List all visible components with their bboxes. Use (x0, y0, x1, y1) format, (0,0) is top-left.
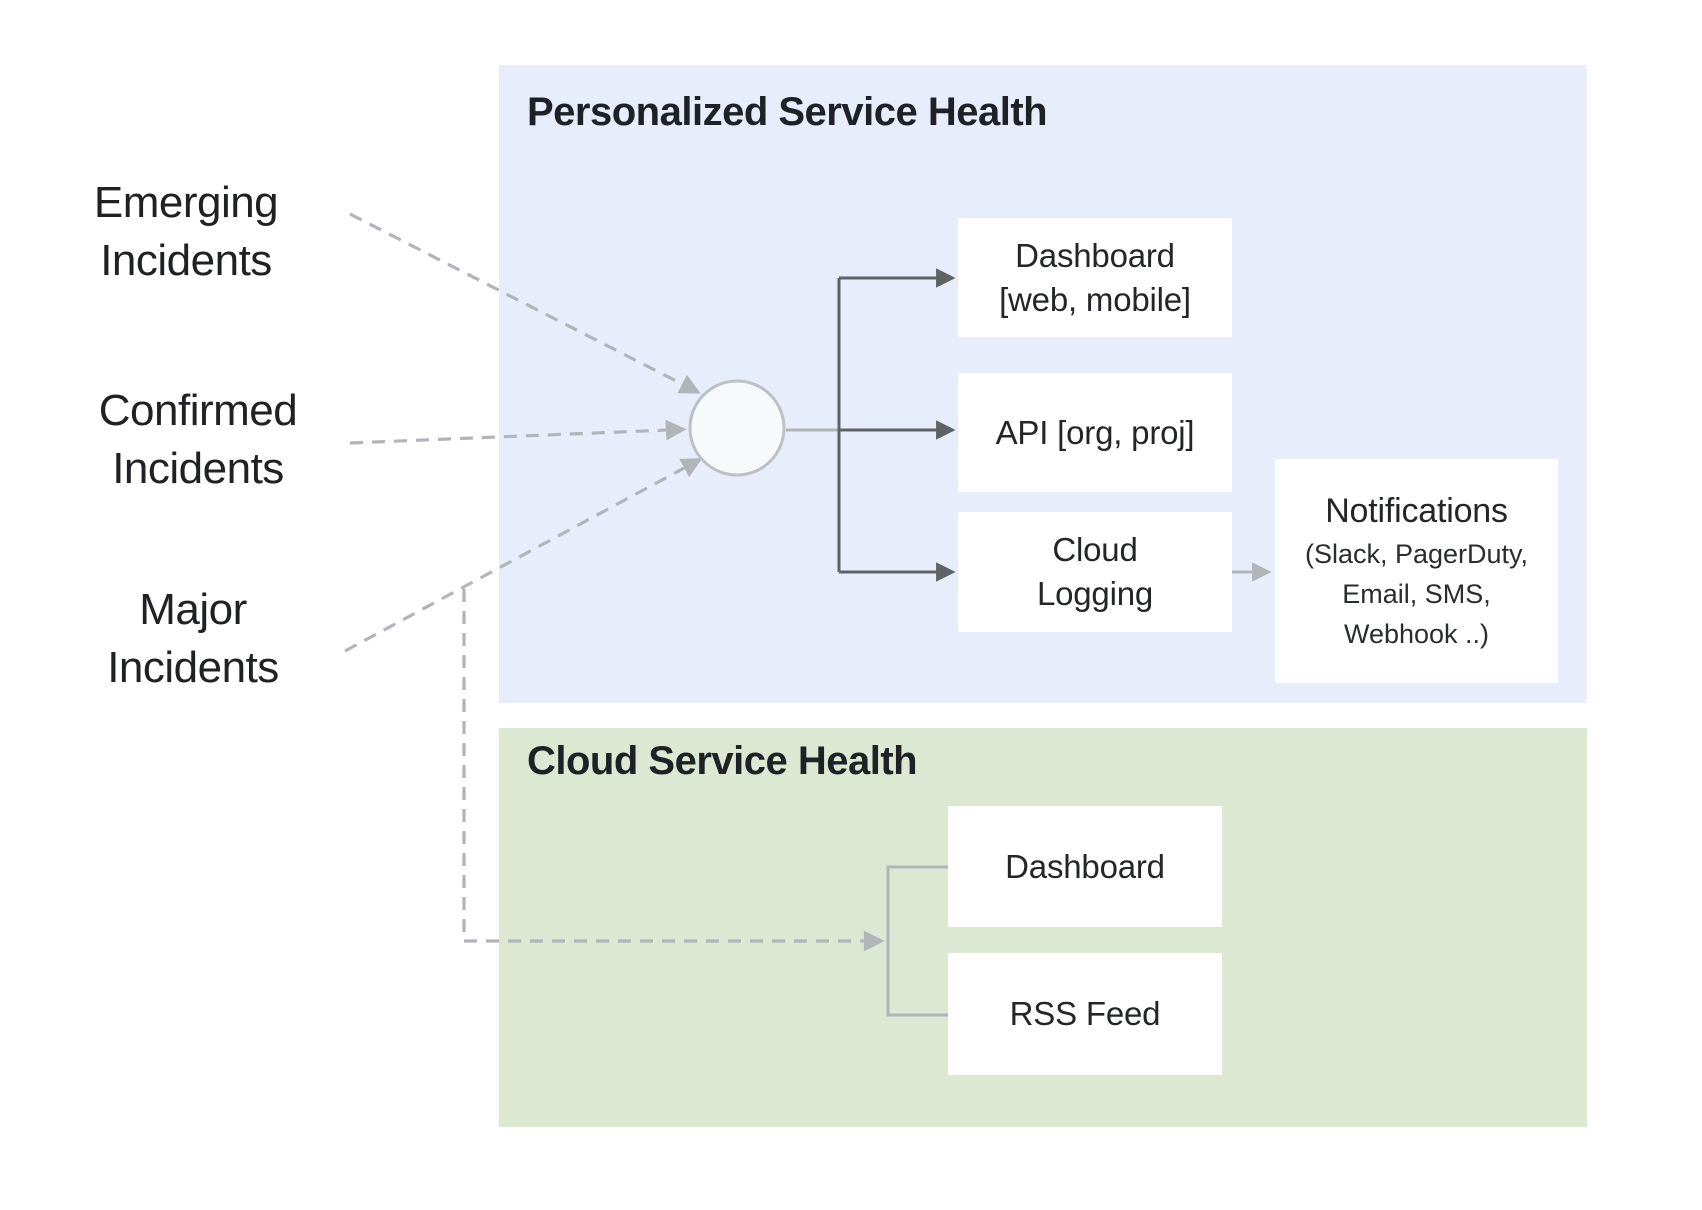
cloud-panel-title: Cloud Service Health (527, 739, 918, 783)
box-label: RSS Feed (1009, 995, 1161, 1032)
cloud-panel-bracket (886, 865, 948, 1017)
cloud-dashboard-box: Dashboard (948, 806, 1222, 927)
confirmed-to-node-arrow (349, 419, 687, 445)
major-to-cloud-panel-arrow (462, 589, 885, 952)
box-label: Cloud (1052, 531, 1138, 568)
emerging-incidents-label: Emerging Incidents (26, 174, 346, 290)
notifications-subline: Webhook ..) (1343, 619, 1490, 649)
cloud-logging-box: Cloud Logging (958, 512, 1232, 632)
box-label: Dashboard (1015, 236, 1175, 274)
major-incidents-label: Major Incidents (33, 581, 353, 697)
confirmed-incidents-label: Confirmed Incidents (38, 382, 358, 498)
label-line: Confirmed (98, 386, 298, 435)
label-line: Incidents (100, 236, 272, 285)
notifications-title: Notifications (1325, 492, 1508, 530)
box-label: [web, mobile] (999, 280, 1191, 318)
emerging-to-node-arrow (349, 212, 701, 394)
notifications-box: Notifications (Slack, PagerDuty, Email, … (1275, 459, 1558, 683)
notifications-subline: (Slack, PagerDuty, (1304, 539, 1529, 569)
box-label: Logging (1036, 575, 1154, 612)
api-org-proj-box: API [org, proj] (958, 373, 1232, 492)
rss-feed-box: RSS Feed (948, 953, 1222, 1075)
notifications-subline: Email, SMS, (1342, 579, 1491, 609)
box-label: API [org, proj] (995, 413, 1195, 451)
box-label: Dashboard (1005, 847, 1165, 885)
label-line: Emerging (93, 178, 279, 227)
major-to-node-arrow (344, 458, 703, 653)
label-line: Incidents (107, 643, 279, 692)
aggregator-node (688, 379, 786, 477)
personalized-panel-title: Personalized Service Health (527, 90, 1048, 134)
label-line: Incidents (112, 444, 284, 493)
dashboard-web-mobile-box: Dashboard [web, mobile] (958, 218, 1232, 337)
label-line: Major (139, 585, 247, 634)
